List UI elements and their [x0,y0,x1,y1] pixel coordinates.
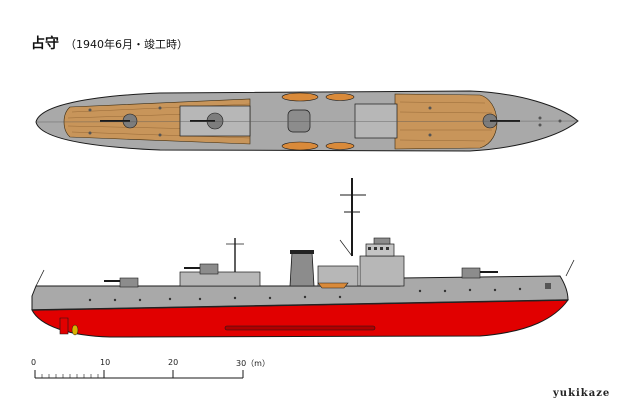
profile-aft-house [179,271,261,287]
profile-rudder [59,317,69,335]
drawing-subtitle: （1940年6月・竣工時） [65,38,188,51]
scale-label-0: 0 [31,358,37,367]
ship-name: 占守 [31,36,59,52]
profile-funnel [289,251,315,287]
profile-propeller [71,324,79,336]
profile-gun-fwd [461,267,498,279]
profile-rangefinder [373,237,391,245]
profile-waterline [31,299,569,311]
profile-underwater-hull [31,299,569,338]
profile-jackstaff [565,259,575,277]
profile-portholes [88,287,522,302]
profile-mast-strut [339,239,353,257]
profile-gun-aft2 [104,277,139,288]
scale-bar [34,370,244,379]
plan-view [35,90,579,152]
plan-funnel [287,109,311,133]
plan-boats [281,92,355,151]
plan-bridge [354,103,398,139]
profile-gun-aft [184,263,219,275]
profile-bridge-windows [368,247,389,250]
scale-label-30: 30（m） [236,359,270,368]
scale-label-20: 20 [168,358,179,367]
profile-bridge-lower [359,255,405,287]
profile-anchor [545,283,551,289]
plan-centerline [35,120,579,123]
drawing-title: 占守 （1940年6月・竣工時） [31,33,188,53]
scale-label-10: 10 [100,358,111,367]
profile-boats [317,282,349,289]
profile-bilge-keel [224,325,376,331]
artist-signature: yukikaze [553,388,611,399]
profile-view [31,178,575,338]
profile-funnel-cap [290,250,314,254]
profile-ensign-staff [35,269,45,287]
